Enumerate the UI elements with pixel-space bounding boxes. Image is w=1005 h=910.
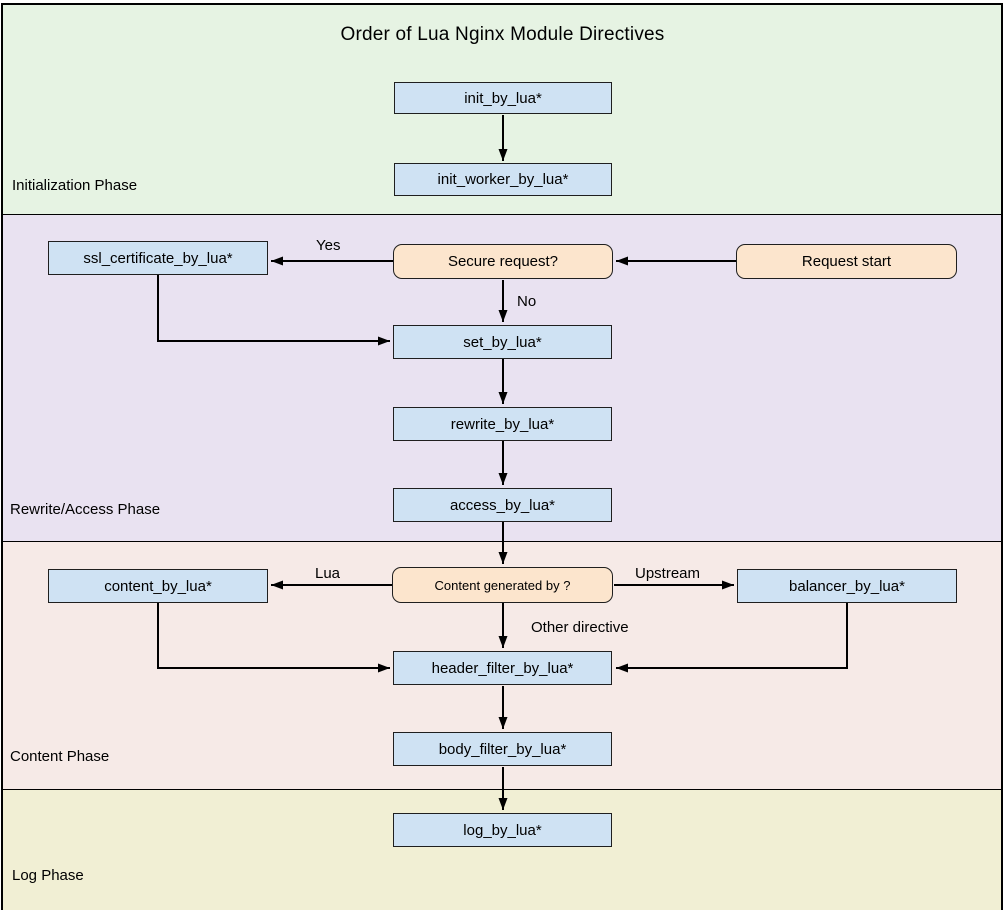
edge-balancer-to-header-filter <box>616 603 848 673</box>
edge-content-to-header-filter <box>157 603 390 673</box>
node-balancer-by-lua: balancer_by_lua* <box>737 569 957 603</box>
node-ssl-certificate-by-lua: ssl_certificate_by_lua* <box>48 241 268 275</box>
phase-label-content: Content Phase <box>10 748 110 765</box>
node-content-by-lua: content_by_lua* <box>48 569 268 603</box>
edge-label-no: No <box>517 293 537 310</box>
phase-label-rewrite-access: Rewrite/Access Phase <box>10 501 161 518</box>
node-init-worker-by-lua: init_worker_by_lua* <box>394 163 612 196</box>
diagram-title: Order of Lua Nginx Module Directives <box>340 24 665 45</box>
node-request-start: Request start <box>736 244 957 279</box>
edge-ssl-certificate-to-set <box>157 275 390 346</box>
edge-label-upstream: Upstream <box>635 565 701 582</box>
node-init-by-lua: init_by_lua* <box>394 82 612 114</box>
edge-label-lua: Lua <box>315 565 341 582</box>
node-content-generated-by: Content generated by ? <box>392 567 613 603</box>
edge-label-yes: Yes <box>316 237 341 254</box>
node-secure-request: Secure request? <box>393 244 613 279</box>
node-set-by-lua: set_by_lua* <box>393 325 612 359</box>
node-header-filter-by-lua: header_filter_by_lua* <box>393 651 612 685</box>
node-rewrite-by-lua: rewrite_by_lua* <box>393 407 612 441</box>
node-access-by-lua: access_by_lua* <box>393 488 612 522</box>
phase-label-log: Log Phase <box>12 867 84 884</box>
node-body-filter-by-lua: body_filter_by_lua* <box>393 732 612 766</box>
phase-label-initialization: Initialization Phase <box>12 177 138 194</box>
node-log-by-lua: log_by_lua* <box>393 813 612 847</box>
edge-label-other-directive: Other directive <box>531 619 629 636</box>
